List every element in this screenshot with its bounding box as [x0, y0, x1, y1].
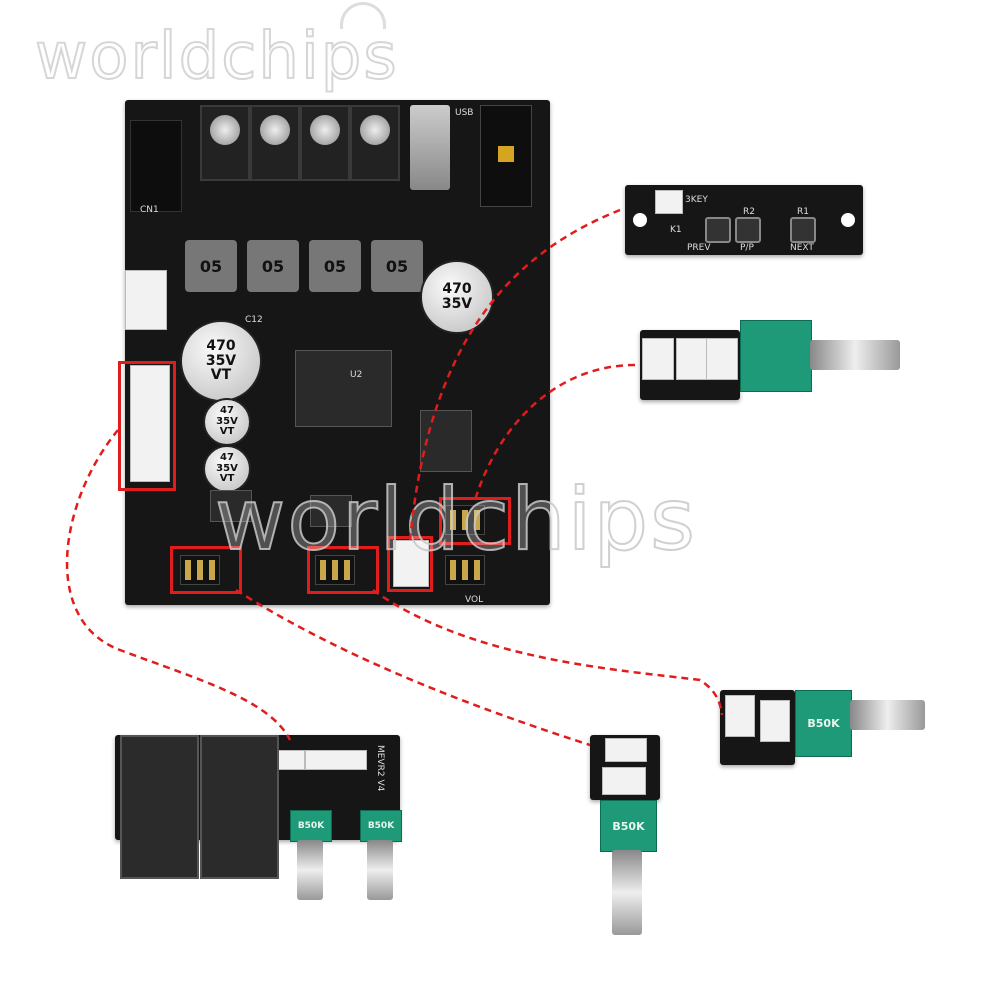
capacitor-47uf: 47 35V VT	[203, 398, 251, 446]
capacitor-470uf: 470 35V	[420, 260, 494, 334]
watermark-center: worldchips	[214, 469, 697, 571]
audio-jack-6-35mm	[120, 735, 199, 879]
audio-jack	[480, 105, 532, 207]
pot-module-top	[640, 330, 740, 400]
line-jack-board	[65, 429, 292, 741]
highlight-header	[307, 546, 379, 594]
connector-6pin	[130, 365, 170, 482]
potentiometer-b50k[interactable]: B50K	[290, 810, 332, 842]
line-pot-bottom	[235, 588, 591, 747]
highlight-header	[170, 546, 242, 594]
line-pot-top	[473, 363, 636, 501]
capacitor-47uf: 47 35V VT	[203, 445, 251, 493]
ic-chip	[310, 495, 352, 527]
pot-module-right	[720, 690, 795, 765]
inductor: 05	[247, 240, 299, 292]
inductor: 05	[309, 240, 361, 292]
usb-port	[410, 105, 450, 190]
pot-shaft	[850, 700, 925, 730]
screw-terminals	[200, 105, 400, 181]
jack-board-label: MEVR2 V4	[375, 745, 385, 792]
pin-header	[180, 555, 220, 585]
connector-3pin	[655, 190, 683, 214]
key-board-title: 3KEY	[685, 195, 708, 205]
ic-chip	[210, 490, 252, 522]
pin-header	[445, 555, 485, 585]
connector-cn2	[125, 270, 170, 330]
c12-label: C12	[245, 315, 263, 325]
pot-module-bottom	[590, 735, 660, 800]
connector-3pin	[393, 540, 429, 587]
pot-shaft	[810, 340, 900, 370]
pot-shaft	[612, 850, 642, 935]
pin-header	[315, 555, 355, 585]
highlight-header	[439, 497, 511, 545]
next-label: NEXT	[790, 243, 814, 253]
r1-label: R1	[797, 207, 809, 217]
pin-header	[445, 505, 485, 535]
pot-shaft	[297, 840, 323, 900]
play-pause-button[interactable]	[735, 217, 761, 243]
vol-label: VOL	[465, 595, 484, 605]
prev-label: PREV	[687, 243, 711, 253]
usb-label: USB	[455, 108, 474, 118]
amplifier-chip	[295, 350, 392, 427]
audio-jack-6-35mm	[200, 735, 279, 879]
potentiometer-b50k[interactable]: B50K	[600, 800, 657, 852]
highlight-6pin	[118, 361, 176, 491]
line-pot-right	[372, 588, 724, 716]
key-board: 3KEY K1 R2 R1 PREV P/P NEXT	[625, 185, 863, 255]
next-button[interactable]	[790, 217, 816, 243]
u2-label: U2	[350, 370, 363, 380]
pp-label: P/P	[740, 243, 754, 253]
pot-shaft	[367, 840, 393, 900]
k1-label: K1	[670, 225, 682, 235]
watermark-top: worldchips	[34, 19, 399, 95]
dc-jack	[130, 120, 182, 212]
line-key-board	[408, 208, 621, 541]
prev-button[interactable]	[705, 217, 731, 243]
potentiometer-b50k[interactable]: B50K	[360, 810, 402, 842]
r2-label: R2	[743, 207, 755, 217]
cn1-label: CN1	[140, 205, 159, 215]
inductor: 05	[371, 240, 423, 292]
capacitor-470uf: 470 35V VT	[180, 320, 262, 402]
inductor: 05	[185, 240, 237, 292]
bluetooth-chip	[420, 410, 472, 472]
main-amplifier-board: USB 05 05 05 05 470 35V 470 35V VT 47 35…	[125, 100, 550, 605]
